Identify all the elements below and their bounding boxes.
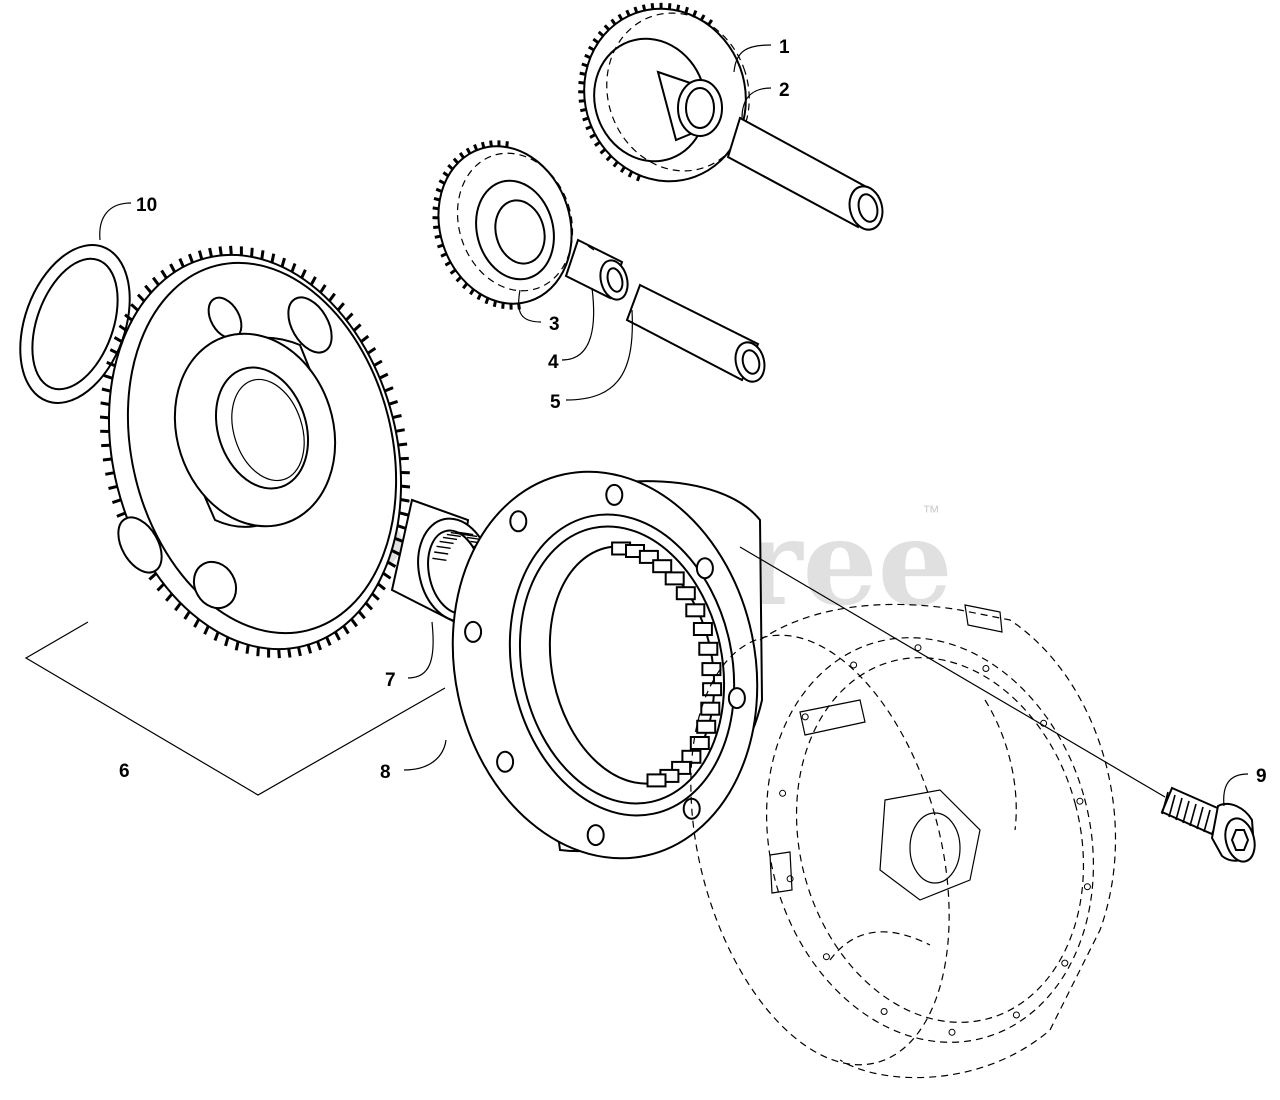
callout-8[interactable]: 8 [380,762,391,783]
one-way-clutch[interactable] [418,443,793,887]
callout-2[interactable]: 2 [779,80,790,101]
leader-lines [99,44,1249,807]
callout-10[interactable]: 10 [136,195,157,216]
watermark-trademark: ™ [922,502,940,522]
socket-bolt[interactable] [1160,786,1259,865]
shaft-upper[interactable] [726,116,887,233]
callout-1[interactable]: 1 [779,37,790,58]
callout-4[interactable]: 4 [548,352,559,373]
callout-6[interactable]: 6 [119,761,130,782]
assembly-bracket [24,621,446,796]
callout-5[interactable]: 5 [550,392,561,413]
idler-gear-small[interactable] [418,129,591,321]
idler-gear-large[interactable] [560,0,771,204]
alignment-line [739,546,1166,798]
bushing[interactable] [564,238,632,303]
shaft-lower[interactable] [625,283,769,385]
callout-9[interactable]: 9 [1256,766,1267,787]
callout-3[interactable]: 3 [549,314,560,335]
callout-7[interactable]: 7 [385,670,396,691]
starter-gear[interactable] [69,224,441,681]
